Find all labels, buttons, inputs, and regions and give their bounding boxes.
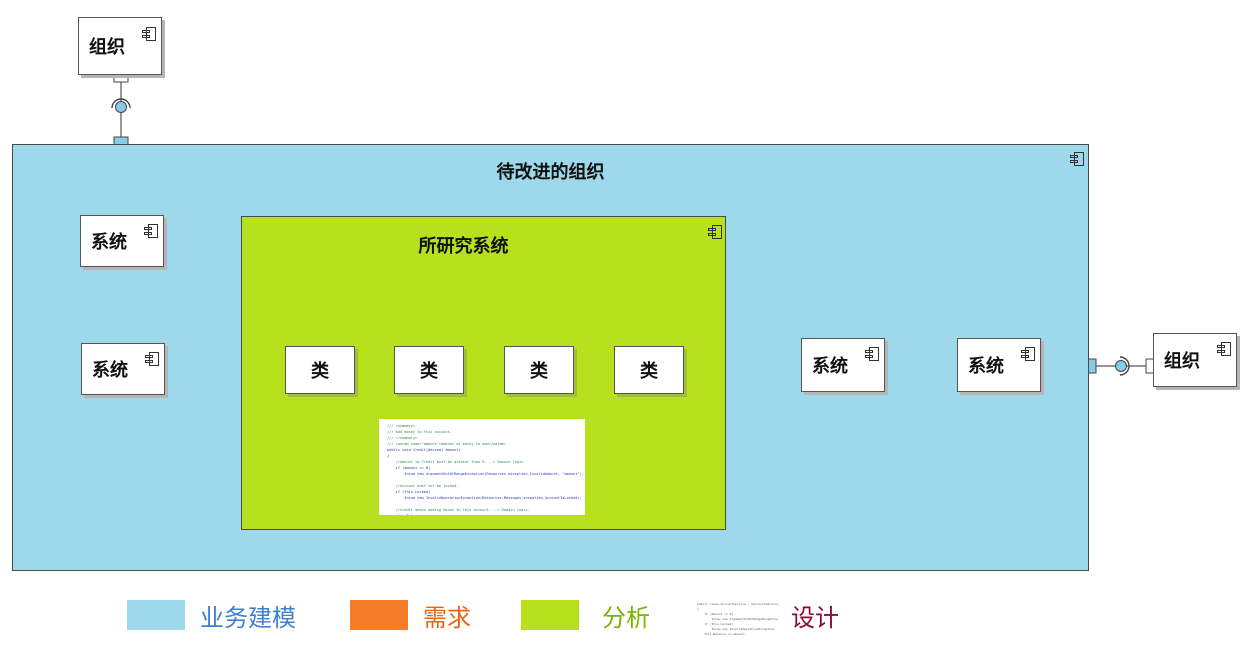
system-label: 系统	[92, 360, 128, 381]
code-line: //Credit means adding money to this acco…	[387, 508, 530, 512]
code-line: if (this.Locked)	[387, 490, 431, 494]
organization-label: 组织	[89, 37, 125, 58]
code-line: if (amount <= 0)	[387, 466, 431, 470]
code-line: this.Balance += amount;	[387, 513, 577, 515]
class-box-3[interactable]: 类	[504, 346, 574, 394]
legend-swatch-design: public class AccountService : IAccountSe…	[697, 602, 779, 636]
code-line: throw new InvalidOperationException(Reso…	[387, 496, 582, 500]
component-icon	[1070, 152, 1084, 166]
code-snippet: /// <summary> /// Add money to this accou…	[379, 419, 585, 515]
class-label: 类	[640, 361, 658, 382]
organization-label: 组织	[1164, 351, 1200, 372]
code-line: //Amount to Credit must be greater than …	[387, 460, 526, 464]
code-line: public void Credit(decimal amount)	[387, 448, 461, 452]
component-icon	[1021, 347, 1035, 361]
improvement-zone-title: 待改进的组织	[496, 162, 605, 183]
interface-ball	[1115, 360, 1127, 372]
class-box-4[interactable]: 类	[614, 346, 684, 394]
legend: 业务建模 需求 分析 public class AccountService :…	[0, 598, 1241, 636]
component-icon	[144, 224, 158, 238]
code-line: /// <param name="amount">Amount of money…	[387, 442, 506, 446]
code-line: throw new ArgumentOutOfRangeException(Re…	[387, 472, 584, 476]
code-line: if (this.Locked)	[697, 622, 734, 626]
system-label: 系统	[812, 356, 848, 377]
code-line: {	[697, 607, 699, 611]
studied-system-title: 所研究系统	[418, 236, 509, 257]
organization-top[interactable]: 组织	[78, 17, 162, 75]
class-label: 类	[530, 361, 548, 382]
code-line: if (amount <= 0)	[697, 612, 734, 616]
legend-label-business: 业务建模	[200, 604, 296, 632]
system-3[interactable]: 系统	[801, 338, 885, 392]
code-line: /// Add money to this account.	[387, 430, 452, 434]
system-4[interactable]: 系统	[957, 338, 1041, 392]
legend-swatch-requirements	[350, 600, 408, 630]
code-line: /// <summary>	[387, 424, 416, 428]
code-line: public class AccountService : IAccountSe…	[697, 602, 779, 606]
legend-label-analysis: 分析	[602, 604, 650, 632]
code-line: {	[387, 454, 390, 458]
component-icon	[142, 27, 156, 41]
component-icon	[145, 352, 159, 366]
class-box-2[interactable]: 类	[394, 346, 464, 394]
legend-label-design: 设计	[791, 604, 839, 632]
code-line: throw new ArgumentOutOfRangeException	[697, 617, 779, 621]
component-icon	[1217, 342, 1231, 356]
legend-label-requirements: 需求	[423, 604, 471, 632]
code-line: //Account must not be locked.	[387, 484, 459, 488]
component-icon	[708, 225, 722, 239]
interface-socket	[111, 98, 131, 109]
class-label: 类	[420, 361, 438, 382]
system-label: 系统	[91, 232, 127, 253]
system-label: 系统	[968, 356, 1004, 377]
interface-socket	[1119, 356, 1130, 376]
legend-swatch-business	[127, 600, 185, 630]
class-box-1[interactable]: 类	[285, 346, 355, 394]
code-line: /// </summary>	[387, 436, 418, 440]
system-1[interactable]: 系统	[80, 215, 164, 267]
component-icon	[865, 347, 879, 361]
code-line: throw new InvalidOperationException	[697, 627, 775, 631]
code-line: this.Balance += amount;	[697, 632, 746, 636]
class-label: 类	[311, 361, 329, 382]
system-2[interactable]: 系统	[81, 343, 165, 395]
legend-swatch-analysis	[521, 600, 579, 630]
interface-ball	[115, 101, 127, 113]
organization-right[interactable]: 组织	[1153, 333, 1237, 387]
